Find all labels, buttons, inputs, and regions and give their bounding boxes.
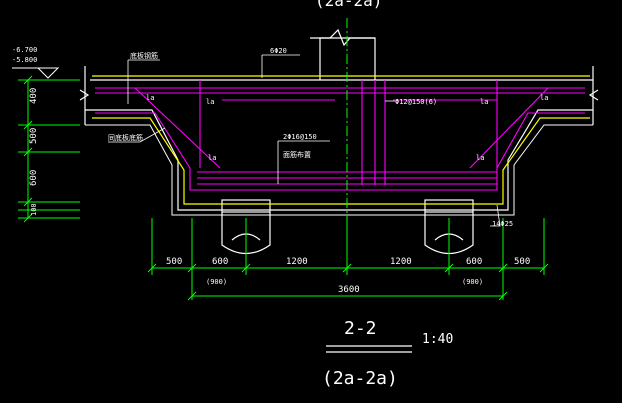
break-right xyxy=(588,89,599,101)
la-label: la xyxy=(146,94,154,102)
left-dim-500: 500 xyxy=(29,128,39,144)
callout-right-stirrup: Φ12@150(6) xyxy=(395,98,437,106)
pile-cap-left xyxy=(221,199,271,213)
callout-bottom-right: 14Φ25 xyxy=(492,220,513,228)
bottom-dim-1200-left: 1200 xyxy=(286,257,308,267)
dimension-lines xyxy=(18,18,549,301)
callout-left-top-note: 底板钢筋 xyxy=(130,51,158,60)
pit-outer-profile xyxy=(85,109,593,211)
section-ref: (2a-2a) xyxy=(322,368,398,389)
section-title: 2-2 xyxy=(344,318,377,339)
concrete-outline xyxy=(79,28,599,255)
bottom-dim-600-right: 600 xyxy=(466,257,482,267)
left-dim-400: 400 xyxy=(29,88,39,104)
pile-cap-right xyxy=(424,199,474,213)
bottom-dim-500-left: 500 xyxy=(166,257,182,267)
bottom-dim-900-left: (900) xyxy=(206,278,227,286)
column-break-line xyxy=(310,28,375,47)
elevation-marker xyxy=(12,67,60,79)
diagonal-bar-left xyxy=(134,87,221,169)
la-label: la xyxy=(540,94,548,102)
callout-leaders xyxy=(108,54,501,227)
bottom-dim-500-right: 500 xyxy=(514,257,530,267)
callout-middle-note: 面筋布置 xyxy=(283,150,311,159)
bottom-dim-1200-right: 1200 xyxy=(390,257,412,267)
elevation-second: -5.800 xyxy=(12,56,37,64)
header-fragment: (2a-2a) xyxy=(315,0,382,10)
la-label: la xyxy=(480,98,488,106)
callout-left-side-note: 同底板底筋 xyxy=(108,133,143,142)
la-label: la xyxy=(476,154,484,162)
break-left xyxy=(79,89,90,101)
left-dim-100: 100 xyxy=(30,203,38,216)
bottom-dim-600-left: 600 xyxy=(212,257,228,267)
bottom-rebar-profile xyxy=(95,112,585,191)
scale-label: 1:40 xyxy=(422,332,453,347)
left-dim-600: 600 xyxy=(29,170,39,186)
main-bottom-bar xyxy=(92,117,590,205)
rebar-lines xyxy=(95,80,585,191)
bottom-dim-900-right: (900) xyxy=(462,278,483,286)
callout-top-bar: 6Φ20 xyxy=(270,47,287,55)
pit-outer-profile-2 xyxy=(85,124,593,216)
la-label: la xyxy=(208,154,216,162)
diagonal-bar-right xyxy=(469,87,549,169)
callout-middle-bar: 2Φ16@150 xyxy=(283,133,317,141)
bottom-dim-total: 3600 xyxy=(338,285,360,295)
elevation-top: -6.700 xyxy=(12,46,37,54)
la-label: la xyxy=(206,98,214,106)
main-bars xyxy=(92,75,590,205)
